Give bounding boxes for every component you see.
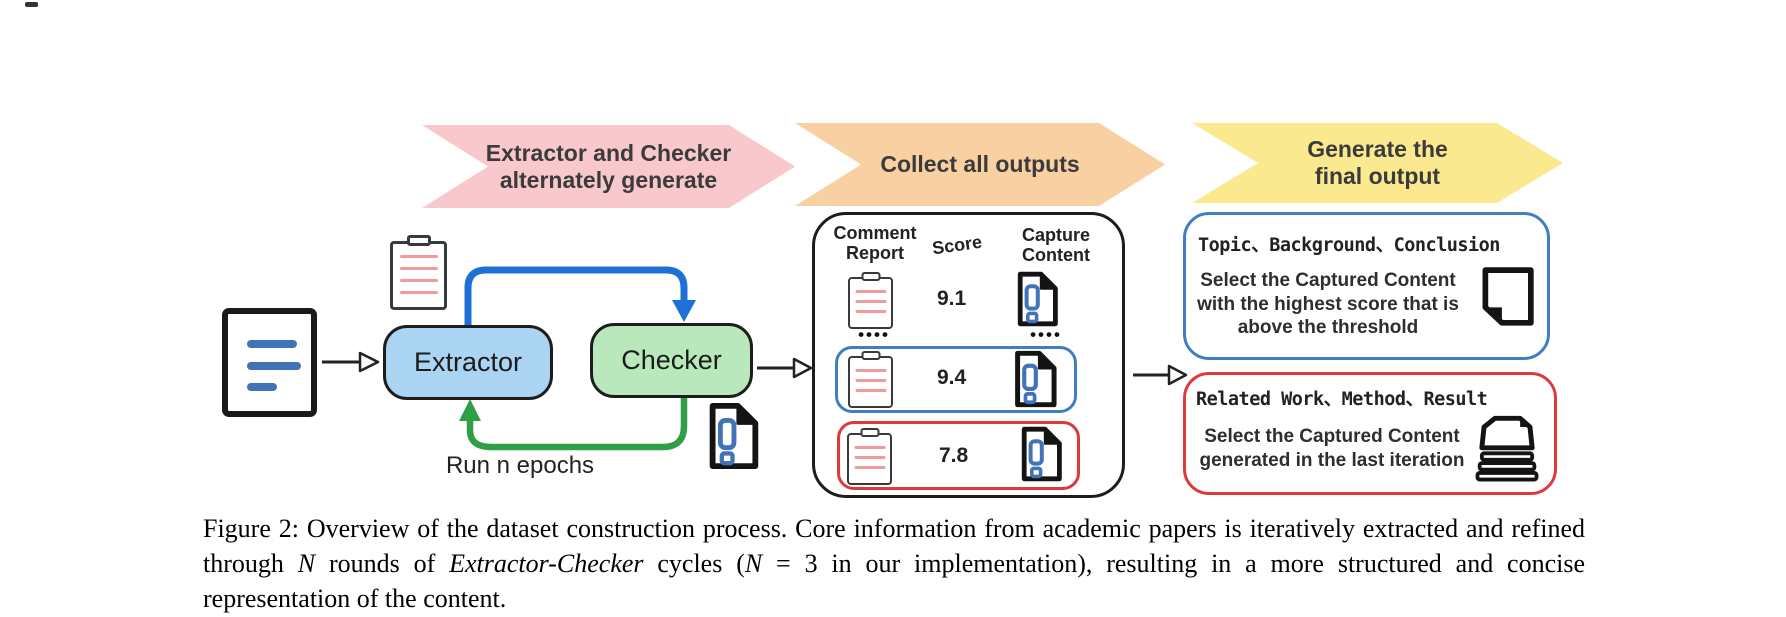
final-output-highscore-box: Topic、Background、Conclusion Select the C… <box>1183 212 1550 360</box>
loop-epochs-label: Run n epochs <box>445 452 595 479</box>
ellipsis-dots: •••• <box>858 325 890 344</box>
banner-step-1-line1: Extractor and Checker <box>485 139 732 166</box>
checker-label: Checker <box>621 345 722 375</box>
captured-content-icon <box>709 402 759 470</box>
selected-output-row-blue: 9.4 <box>835 346 1077 413</box>
selected-output-row-red: 7.8 <box>837 421 1080 490</box>
selection-rule-text: Select the Captured Content with the hig… <box>1197 270 1459 338</box>
score-value: 9.1 <box>937 287 967 310</box>
final-output-lastiter-box: Related Work、Method、Result Select the Ca… <box>1183 372 1557 495</box>
arrow-doc-to-extractor <box>322 351 380 373</box>
arrow-checker-to-panel <box>757 357 813 379</box>
banner-step-3-line2: final output <box>1314 163 1441 189</box>
collect-outputs-panel: Comment Report Score Capture Content 9.1… <box>812 212 1125 498</box>
figure-caption: Figure 2: Overview of the dataset constr… <box>203 514 1586 613</box>
arrow-extractor-to-checker <box>464 266 696 329</box>
captured-content-icon <box>1021 426 1062 482</box>
captured-content-icon <box>1017 271 1058 327</box>
single-page-icon <box>1482 267 1534 326</box>
sections-mono-label: Topic、Background、Conclusion <box>1198 235 1500 256</box>
captured-content-icon <box>1015 350 1057 408</box>
banner-step-3-line1: Generate the <box>1307 136 1448 162</box>
comment-report-icon <box>390 233 447 310</box>
checker-box: Checker <box>590 323 753 398</box>
comment-report-icon <box>848 351 893 408</box>
column-header-capture-content: Capture Content <box>1021 225 1090 265</box>
banner-step-2: Collect all outputs <box>795 123 1165 206</box>
score-value: 9.4 <box>937 366 967 389</box>
input-paper-icon <box>222 308 317 417</box>
sections-mono-label: Related Work、Method、Result <box>1196 389 1488 410</box>
banner-step-1-line2: alternately generate <box>499 166 718 193</box>
stacked-pages-icon <box>1475 415 1539 482</box>
banner-step-1: Extractor and Checker alternately genera… <box>422 125 795 208</box>
column-header-comment-report: Comment Report <box>833 223 917 263</box>
comment-report-icon <box>847 428 892 485</box>
score-value: 7.8 <box>939 444 969 467</box>
ellipsis-dots: •••• <box>1030 325 1062 344</box>
banner-step-2-line1: Collect all outputs <box>880 151 1080 177</box>
crop-artifact-mark <box>25 2 38 7</box>
arrow-panel-to-output <box>1133 364 1188 386</box>
extractor-box: Extractor <box>383 325 553 400</box>
banner-step-3: Generate the final output <box>1192 123 1563 203</box>
selection-rule-text: Select the Captured Content generated in… <box>1199 426 1465 471</box>
extractor-label: Extractor <box>413 347 523 377</box>
column-header-score: Score <box>930 231 984 259</box>
arrow-checker-to-extractor <box>459 394 688 451</box>
comment-report-icon <box>848 272 893 329</box>
